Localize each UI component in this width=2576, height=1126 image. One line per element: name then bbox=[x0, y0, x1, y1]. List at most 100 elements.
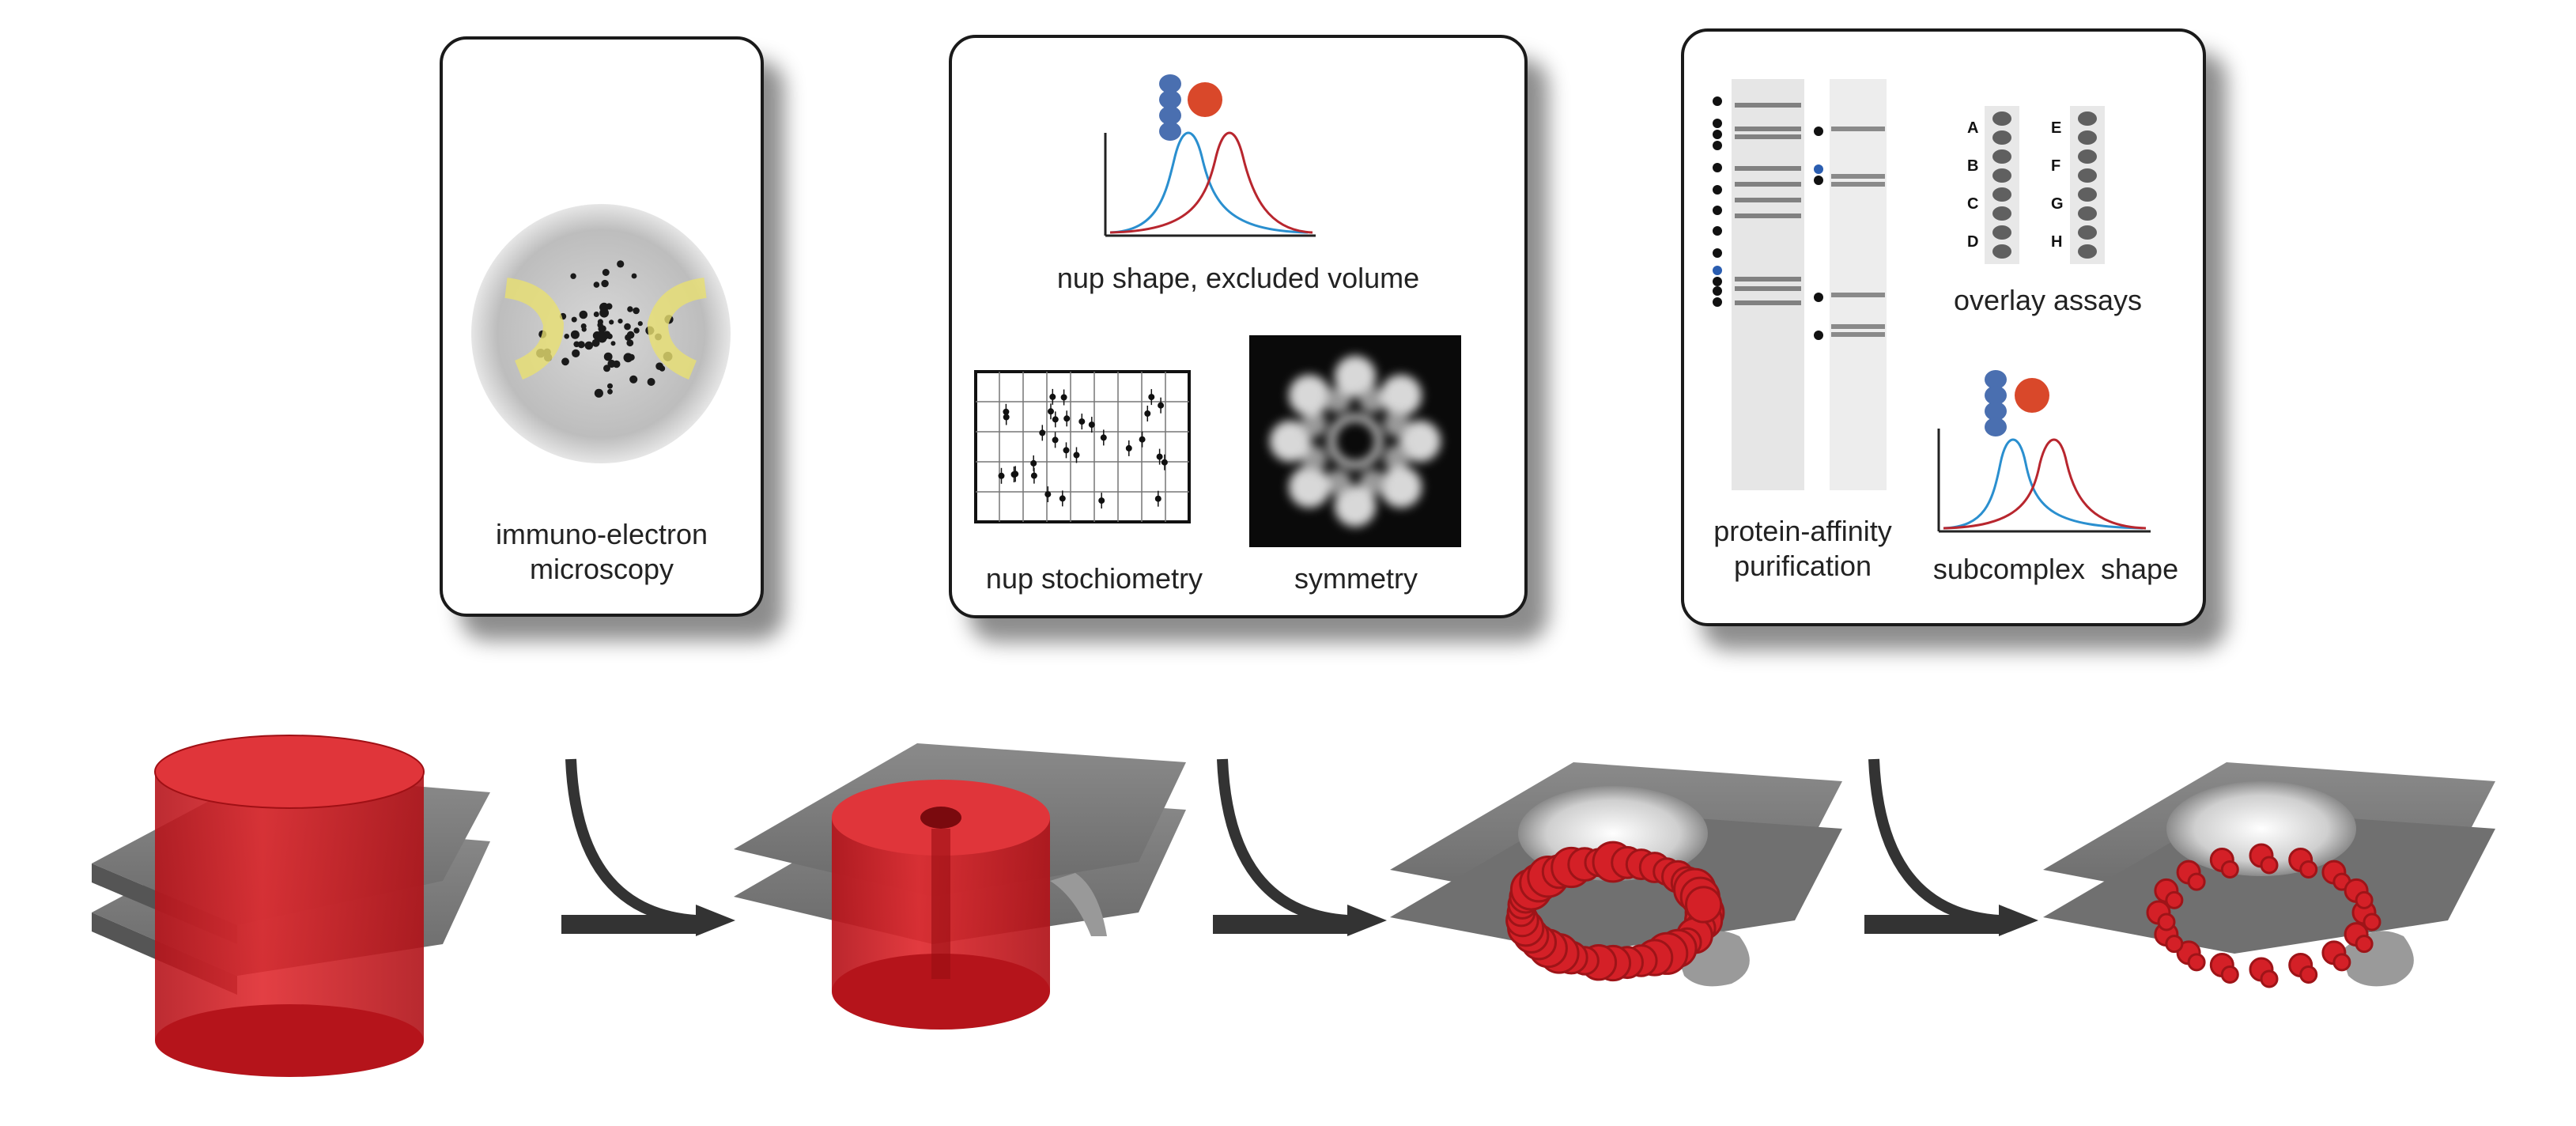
gel-band bbox=[1831, 324, 1885, 329]
band-marker bbox=[1713, 286, 1722, 296]
overlay-spot bbox=[1992, 111, 2011, 126]
subcomplex-blob bbox=[2165, 935, 2184, 954]
gold-particle bbox=[593, 312, 599, 317]
gold-particle bbox=[591, 338, 600, 347]
symmetry-spoke bbox=[1381, 467, 1422, 508]
gold-particle bbox=[626, 331, 635, 339]
gold-particle bbox=[637, 321, 643, 327]
gold-particle bbox=[624, 323, 631, 331]
blue-curve bbox=[1109, 131, 1309, 234]
gold-particle bbox=[607, 359, 616, 368]
band-marker bbox=[1713, 130, 1722, 139]
subcomplex-blob bbox=[2355, 890, 2374, 909]
band-marker bbox=[1713, 297, 1722, 307]
overlay-spot bbox=[1992, 187, 2011, 202]
flow-arrow-icon bbox=[561, 758, 735, 936]
sphere-chain-icon bbox=[1159, 74, 1181, 141]
overlay-spot bbox=[2078, 111, 2097, 126]
subcomplex-blob bbox=[2220, 965, 2239, 984]
gel-band bbox=[1831, 332, 1885, 337]
symmetry-spoke bbox=[1289, 375, 1330, 416]
gold-particle bbox=[629, 375, 638, 384]
gold-particle bbox=[631, 273, 637, 279]
symmetry-spoke bbox=[1381, 375, 1422, 416]
gold-particle bbox=[610, 341, 616, 346]
lane-label: H bbox=[2051, 233, 2062, 251]
gold-particle bbox=[659, 365, 666, 372]
gel-band bbox=[1735, 277, 1801, 282]
symmetry-spoke bbox=[1335, 356, 1376, 397]
overlay-spot bbox=[2078, 149, 2097, 164]
gold-particle bbox=[593, 282, 600, 288]
gel-image bbox=[1713, 79, 1887, 490]
overlay-spot bbox=[1992, 244, 2011, 259]
subcomplex-blob bbox=[2187, 872, 2206, 891]
band-marker bbox=[1814, 293, 1823, 302]
gold-particle bbox=[627, 306, 633, 312]
symmetry-spoke bbox=[1335, 486, 1376, 527]
gold-particle bbox=[570, 330, 580, 339]
band-marker bbox=[1713, 206, 1722, 215]
overlay-spot bbox=[2078, 206, 2097, 221]
overlay-spot bbox=[1992, 206, 2011, 221]
gold-particle bbox=[561, 357, 569, 366]
stoichiometry-plot bbox=[974, 370, 1191, 523]
gold-particle bbox=[564, 334, 569, 339]
gold-particle bbox=[633, 307, 640, 315]
model-progression bbox=[92, 735, 2495, 1077]
gold-particle bbox=[607, 388, 613, 395]
gold-particle bbox=[572, 349, 580, 357]
purification-caption-line1: protein-affinity bbox=[1713, 515, 1892, 547]
gel-band bbox=[1735, 213, 1801, 218]
lane-label: D bbox=[1967, 233, 1978, 251]
gel-band bbox=[1735, 103, 1801, 108]
flow-arrow-icon bbox=[1864, 758, 2038, 936]
subcomplex-blob bbox=[2355, 935, 2374, 954]
gold-particle bbox=[618, 319, 623, 324]
immuno-caption-line1: immuno-electron bbox=[495, 518, 708, 550]
gold-particle bbox=[601, 279, 609, 288]
gel-band bbox=[1831, 174, 1885, 179]
gel-band bbox=[1831, 127, 1885, 131]
gel-band bbox=[1735, 127, 1801, 131]
subcomplex-caption: subcomplex shape bbox=[1932, 553, 2179, 585]
overlay-spot bbox=[2078, 244, 2097, 259]
stoichiometry-caption: nup stochiometry bbox=[985, 562, 1203, 595]
gel-band bbox=[1735, 182, 1801, 187]
subcomplex-blob bbox=[2187, 953, 2206, 972]
flow-arrow-icon bbox=[1213, 758, 1387, 936]
band-marker bbox=[1713, 185, 1722, 195]
gel-band bbox=[1831, 293, 1885, 297]
overlay-caption: overlay assays bbox=[1953, 284, 2143, 316]
gel-band bbox=[1831, 182, 1885, 187]
immuno-em-image bbox=[471, 204, 731, 463]
gold-particle bbox=[571, 316, 577, 323]
gold-particle bbox=[602, 269, 610, 276]
band-marker bbox=[1814, 331, 1823, 340]
symmetry-image bbox=[1249, 335, 1461, 547]
red-curve bbox=[1943, 438, 2147, 530]
lane-label: G bbox=[2051, 195, 2064, 213]
overlay-spot bbox=[1992, 168, 2011, 183]
stage-2-channel-model bbox=[734, 743, 1186, 1030]
density-blob bbox=[1685, 886, 1723, 924]
band-marker bbox=[1814, 127, 1823, 136]
subcomplex-blob bbox=[2363, 913, 2381, 931]
immuno-caption: immuno-electron microscopy bbox=[443, 517, 761, 587]
subcomplex-blob bbox=[2332, 953, 2351, 972]
overlay-spot bbox=[2078, 187, 2097, 202]
subcomplex-blob bbox=[2165, 890, 2184, 909]
gold-particle bbox=[581, 327, 587, 332]
symmetry-spoke bbox=[1399, 421, 1441, 462]
blue-curve bbox=[1943, 438, 2144, 530]
subcomplex-blob bbox=[2157, 913, 2176, 931]
gold-particle bbox=[597, 319, 603, 325]
gold-particle bbox=[598, 325, 605, 333]
overlay-spot bbox=[2078, 168, 2097, 183]
subcomplex-blob bbox=[2260, 856, 2279, 875]
subcomplex-plot bbox=[1937, 370, 2151, 533]
gel-band bbox=[1735, 286, 1801, 291]
gold-particle bbox=[628, 353, 635, 361]
lane-label: F bbox=[2051, 157, 2060, 175]
